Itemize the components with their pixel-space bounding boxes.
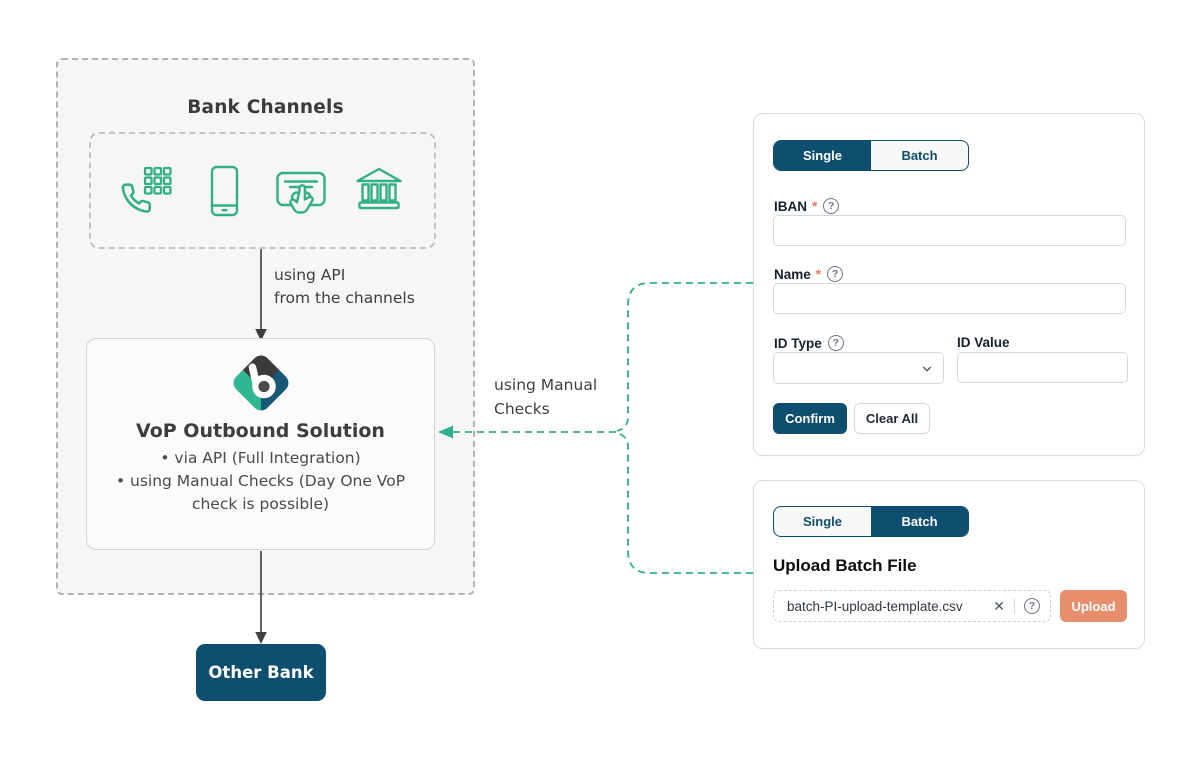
- name-label: Name: [774, 266, 811, 282]
- id-type-label-row: ID Type ?: [774, 335, 844, 351]
- tab-single[interactable]: Single: [802, 514, 842, 529]
- single-panel-tabs: Single Batch: [773, 140, 969, 171]
- vop-bullet-1: via API (Full Integration): [93, 447, 429, 470]
- name-help-icon[interactable]: ?: [827, 266, 844, 282]
- batch-upload-panel: Single Batch Upload Batch File batch-PI-…: [753, 480, 1145, 649]
- name-label-row: Name * ?: [774, 266, 844, 282]
- clear-all-button[interactable]: Clear All: [854, 403, 930, 434]
- tab-single[interactable]: Single: [774, 141, 871, 170]
- id-type-help-icon[interactable]: ?: [827, 335, 844, 351]
- manual-checks-label: using Manual Checks: [494, 376, 598, 418]
- batch-file-name: batch-PI-upload-template.csv: [787, 598, 963, 614]
- id-type-select[interactable]: [773, 352, 944, 384]
- confirm-button[interactable]: Confirm: [773, 403, 847, 434]
- single-check-panel: Single Batch IBAN * ? Name * ? ID Type ?…: [753, 113, 1145, 456]
- iban-label: IBAN: [774, 198, 807, 214]
- divider: [1014, 598, 1015, 614]
- iban-input[interactable]: [773, 215, 1126, 246]
- required-asterisk: *: [812, 198, 818, 214]
- card-terminal-click-icon: [276, 171, 327, 214]
- other-bank-node: Other Bank: [196, 644, 326, 701]
- iban-help-icon[interactable]: ?: [823, 198, 840, 214]
- id-value-label-row: ID Value: [957, 335, 1010, 350]
- clear-file-icon[interactable]: ✕: [993, 597, 1005, 614]
- vop-outbound-box: VoP Outbound Solution via API (Full Inte…: [86, 338, 435, 550]
- vop-title: VoP Outbound Solution: [136, 420, 385, 442]
- smartphone-icon: [210, 165, 238, 216]
- channel-icons-box: [89, 132, 436, 249]
- api-arrow-label: using API from the channels: [274, 266, 415, 307]
- upload-button[interactable]: Upload: [1060, 590, 1127, 622]
- upload-batch-file-heading: Upload Batch File: [773, 556, 917, 575]
- name-input[interactable]: [773, 283, 1126, 314]
- vop-bullet-list: via API (Full Integration) using Manual …: [93, 447, 429, 516]
- vop-logo-icon: [229, 351, 292, 415]
- required-asterisk: *: [815, 266, 822, 282]
- tab-batch[interactable]: Batch: [901, 148, 938, 163]
- bank-channels-title: Bank Channels: [187, 97, 344, 118]
- vop-bullet-2: using Manual Checks (Day One VoP check i…: [93, 470, 429, 516]
- id-value-input[interactable]: [957, 352, 1128, 383]
- bank-building-icon: [356, 167, 402, 209]
- id-value-label: ID Value: [957, 335, 1010, 350]
- id-type-label: ID Type: [774, 335, 822, 351]
- iban-label-row: IBAN * ?: [774, 198, 840, 214]
- chevron-down-icon: [922, 366, 932, 372]
- batch-panel-tabs: Single Batch: [773, 506, 969, 537]
- batch-file-field[interactable]: batch-PI-upload-template.csv ✕ ?: [773, 590, 1051, 622]
- file-help-icon[interactable]: ?: [1024, 598, 1040, 614]
- phone-keypad-icon: [121, 166, 172, 213]
- tab-batch[interactable]: Batch: [871, 507, 968, 536]
